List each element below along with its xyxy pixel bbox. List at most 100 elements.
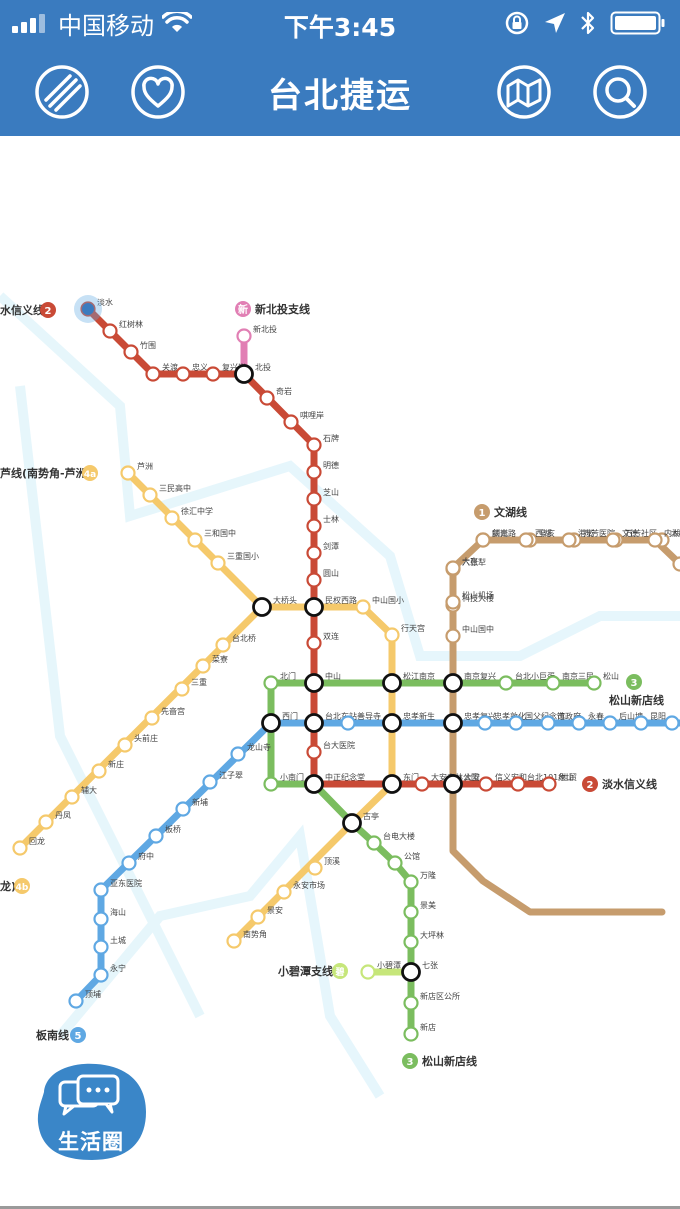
station-17[interactable]: 双连	[306, 631, 340, 651]
station-91[interactable]: 新店区公所	[403, 991, 461, 1011]
station-25[interactable]: 信义安和	[478, 772, 528, 792]
station-10[interactable]: 石牌	[306, 433, 340, 453]
station-64[interactable]: 大直	[445, 556, 479, 576]
station-28[interactable]: 芦洲	[120, 461, 154, 481]
station-marker[interactable]	[602, 715, 618, 731]
station-87[interactable]: 景美	[403, 900, 437, 920]
station-marker[interactable]	[117, 737, 133, 753]
station-44[interactable]: 行天宫	[384, 623, 426, 643]
station-marker[interactable]	[304, 774, 324, 794]
station-7[interactable]: 新北投	[236, 324, 278, 344]
station-68[interactable]: 文德	[605, 528, 639, 548]
station-marker[interactable]	[12, 840, 28, 856]
station-99[interactable]: 海山	[93, 907, 127, 927]
station-47[interactable]: 古亭	[342, 811, 380, 833]
station-marker[interactable]	[261, 713, 281, 733]
station-96[interactable]: 板桥	[148, 824, 182, 844]
station-marker[interactable]	[187, 532, 203, 548]
station-marker[interactable]	[174, 681, 190, 697]
station-90[interactable]: 小碧潭	[360, 960, 402, 980]
station-16[interactable]: 民权西路	[304, 595, 358, 617]
line-label-xiaobitan[interactable]: 小碧潭支线 碧	[277, 963, 348, 979]
station-marker[interactable]	[403, 874, 419, 890]
station-98[interactable]: 亚东医院	[93, 878, 143, 898]
station-18[interactable]: 中山	[304, 671, 342, 693]
station-marker[interactable]	[252, 597, 272, 617]
station-74[interactable]: 西门	[261, 711, 299, 733]
station-marker[interactable]	[340, 715, 356, 731]
station-marker[interactable]	[561, 532, 577, 548]
station-37[interactable]: 先啬宫	[144, 706, 186, 726]
station-marker[interactable]	[304, 597, 324, 617]
station-75[interactable]: 善导寺	[340, 711, 382, 731]
station-63[interactable]: 松山机场	[445, 590, 495, 610]
station-51[interactable]: 南势角	[226, 929, 268, 949]
station-marker[interactable]	[306, 464, 322, 480]
station-72[interactable]: 南京三民	[545, 671, 595, 691]
station-marker[interactable]	[414, 776, 430, 792]
station-2[interactable]: 竹围	[123, 340, 157, 360]
line-label-luzhou[interactable]: 芦线(南势角-芦洲) 4a	[0, 465, 98, 481]
station-marker[interactable]	[148, 828, 164, 844]
station-marker[interactable]	[175, 801, 191, 817]
station-marker[interactable]	[250, 909, 266, 925]
station-marker[interactable]	[382, 774, 402, 794]
station-13[interactable]: 士林	[306, 514, 340, 534]
station-marker[interactable]	[306, 572, 322, 588]
station-marker[interactable]	[445, 560, 461, 576]
station-8[interactable]: 奇岩	[259, 386, 293, 406]
station-85[interactable]: 公馆	[387, 851, 421, 871]
station-20[interactable]: 台大医院	[306, 740, 356, 760]
metro-map[interactable]: 淡水红树林竹围关渡忠义复兴岗北投新北投奇岩唭哩岸石牌明德芝山士林剑潭圆山民权西路…	[0, 136, 680, 1209]
map-button[interactable]	[494, 62, 554, 122]
station-marker[interactable]	[236, 328, 252, 344]
station-marker[interactable]	[304, 713, 324, 733]
station-marker[interactable]	[387, 855, 403, 871]
station-marker[interactable]	[68, 993, 84, 1009]
station-14[interactable]: 剑潭	[306, 541, 340, 561]
station-marker[interactable]	[93, 967, 109, 983]
station-35[interactable]: 菜寮	[195, 654, 229, 674]
station-30[interactable]: 徐汇中学	[164, 506, 214, 526]
station-marker[interactable]	[498, 675, 514, 691]
station-61[interactable]: 忠孝复兴	[443, 711, 497, 733]
station-4[interactable]: 忠义	[175, 363, 209, 382]
station-marker[interactable]	[382, 673, 402, 693]
station-marker[interactable]	[545, 675, 561, 691]
station-marker[interactable]	[93, 882, 109, 898]
station-marker[interactable]	[234, 364, 254, 384]
station-5[interactable]: 复兴岗	[205, 362, 247, 382]
station-marker[interactable]	[633, 715, 649, 731]
station-79[interactable]: 永春	[571, 711, 605, 731]
station-marker[interactable]	[475, 532, 491, 548]
line-label-danshui-right[interactable]: 2 淡水信义线	[582, 776, 657, 792]
station-39[interactable]: 新庄	[91, 759, 125, 779]
line-label-xinbeitou[interactable]: 新 新北投支线	[235, 301, 310, 317]
station-marker[interactable]	[403, 995, 419, 1011]
station-24[interactable]: 大安	[443, 772, 481, 794]
station-marker[interactable]	[175, 366, 191, 382]
station-marker[interactable]	[605, 532, 621, 548]
station-marker[interactable]	[93, 911, 109, 927]
station-marker[interactable]	[445, 594, 461, 610]
station-31[interactable]: 三和国中	[187, 528, 237, 548]
life-circle-button[interactable]: 生活圈	[34, 1062, 148, 1162]
station-marker[interactable]	[144, 710, 160, 726]
station-11[interactable]: 明德	[306, 460, 340, 480]
line-label-bannan[interactable]: 板南线 5	[36, 1027, 86, 1043]
station-marker[interactable]	[478, 776, 494, 792]
station-46[interactable]: 忠孝新生	[382, 711, 436, 733]
station-84[interactable]: 台电大楼	[366, 831, 416, 851]
station-92[interactable]: 新店	[403, 1022, 437, 1042]
station-marker[interactable]	[382, 713, 402, 733]
station-marker[interactable]	[360, 964, 376, 980]
station-33[interactable]: 大桥头	[252, 595, 298, 617]
station-86[interactable]: 万隆	[403, 870, 437, 890]
station-77[interactable]: 国父纪念馆	[508, 711, 566, 731]
station-marker[interactable]	[307, 860, 323, 876]
station-76[interactable]: 忠孝敦化	[477, 711, 527, 731]
station-marker[interactable]	[586, 675, 602, 691]
station-66[interactable]: 西湖	[518, 529, 552, 548]
station-41[interactable]: 丹凤	[38, 811, 72, 830]
station-marker[interactable]	[202, 774, 218, 790]
